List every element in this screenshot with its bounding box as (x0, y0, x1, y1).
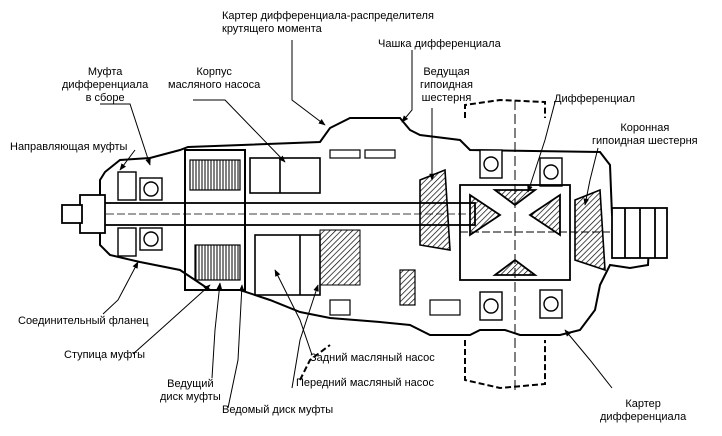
label-oil-pump-body: Корпус масляного насоса (168, 66, 261, 91)
label-clutch-assembly: Муфта дифференциала в сборе (62, 66, 149, 104)
label-drive-pinion: Ведущая гипоидная шестерня (420, 66, 473, 104)
output-flange-right (611, 207, 668, 259)
label-clutch-hub: Ступица муфты (64, 349, 145, 361)
label-drive-disc: Ведущий диск муфты (160, 378, 221, 403)
drive-pinion-gear (419, 168, 451, 251)
housing-details (329, 149, 461, 316)
housing-outline (99, 117, 652, 336)
bearings (117, 149, 563, 321)
label-front-pump: Передний масляный насос (296, 377, 435, 389)
ring-gear (574, 188, 606, 272)
leader-lines (100, 40, 613, 409)
label-rear-pump: Задний масляный насос (310, 352, 435, 364)
label-differential: Дифференциал (554, 93, 636, 105)
label-flange: Соединительный фланец (18, 315, 149, 327)
label-ring-gear: Коронная гипоидная шестерня (592, 122, 698, 147)
label-clutch-guide: Направляющая муфты (10, 141, 128, 153)
label-diff-housing: Картер дифференциала (600, 398, 687, 423)
oil-pump-body (249, 157, 361, 296)
diff-cup-dashed (299, 98, 546, 390)
clutch-disc-pack (184, 149, 246, 291)
label-transfer-case: Картер дифференциала-распределителя крут… (222, 10, 434, 35)
label-driven-disc: Ведомый диск муфты (222, 404, 334, 416)
label-diff-cup: Чашка дифференциала (378, 38, 501, 50)
main-shaft (61, 194, 476, 234)
